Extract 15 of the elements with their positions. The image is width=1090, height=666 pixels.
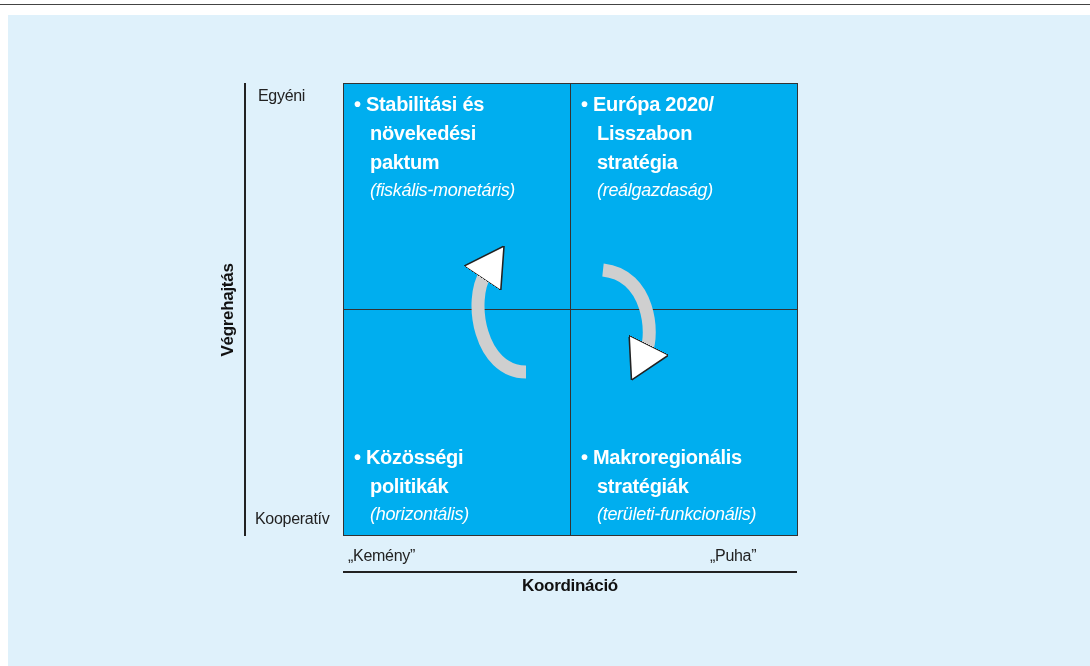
quadrant-cell xyxy=(343,309,571,536)
quadrant-subtitle: (horizontális) xyxy=(369,503,470,526)
quadrant-heading: • Makroregionális stratégiák xyxy=(581,445,743,499)
quadrant-subtitle: (területi-funkcionális) xyxy=(596,503,758,526)
quadrant-cell xyxy=(570,309,798,536)
axis-label: Egyéni xyxy=(258,87,306,105)
quadrant-heading: • Európa 2020/ Lisszabon stratégia xyxy=(581,92,715,175)
axis-title: Koordináció xyxy=(521,576,619,596)
quadrant-heading: • Közösségi politikák xyxy=(354,445,465,499)
quadrant-heading: • Stabilitási és növekedési paktum xyxy=(354,92,486,175)
quadrant-subtitle: (fiskális-monetáris) xyxy=(369,179,517,202)
quadrant-cell xyxy=(570,83,798,310)
quadrant-subtitle: (reálgazdaság) xyxy=(596,179,714,202)
quadrant-cell xyxy=(343,83,571,310)
axis-title: Végrehajtás xyxy=(218,262,238,359)
